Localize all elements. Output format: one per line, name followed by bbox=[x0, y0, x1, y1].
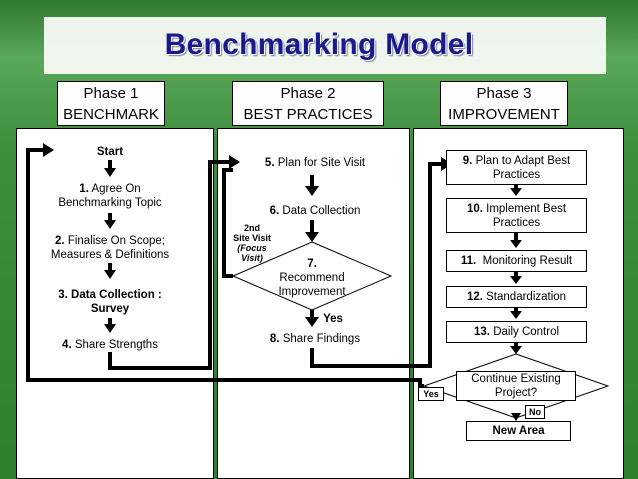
step-5-plan-site-visit: 5. Plan for Site Visit bbox=[264, 157, 366, 169]
second-site-visit-label: 2nd Site Visit (Focus Visit) bbox=[233, 223, 271, 263]
phase-3-number: Phase 3 bbox=[476, 85, 532, 102]
step-3-data-collection-survey: 3. Data Collection : Survey bbox=[58, 289, 162, 315]
decision-no-label: No bbox=[525, 405, 545, 419]
start-label: Start bbox=[96, 146, 124, 158]
step-6-data-collection: 6. Data Collection bbox=[269, 205, 361, 217]
phase-2-panel bbox=[217, 128, 410, 479]
step-1-agree-topic: 1. Agree On Benchmarking Topic bbox=[58, 183, 162, 209]
phase-1-header: Phase 1 BENCHMARK bbox=[57, 81, 165, 126]
phase-3-header: Phase 3 IMPROVEMENT bbox=[440, 81, 568, 126]
step-2-finalise-scope: 2. Finalise On Scope; Measures & Definit… bbox=[50, 235, 170, 261]
step-4-share-strengths: 4. Share Strengths bbox=[62, 339, 158, 351]
phase-3-name: IMPROVEMENT bbox=[448, 106, 560, 123]
phase-2-name: BEST PRACTICES bbox=[243, 106, 373, 123]
page-title: Benchmarking Model bbox=[164, 28, 474, 61]
new-area-box: New Area bbox=[466, 421, 571, 441]
step-8-share-findings: 8. Share Findings bbox=[269, 333, 361, 345]
step-9-plan-adapt: 9. Plan to Adapt Best Practices bbox=[446, 150, 587, 185]
step-10-implement: 10. Implement Best Practices bbox=[446, 198, 587, 233]
phase-1-number: Phase 1 bbox=[83, 85, 139, 102]
phase-1-name: BENCHMARK bbox=[63, 106, 159, 123]
decision-continue-text: Continue Existing Project? bbox=[456, 371, 576, 401]
step-12-standardization: 12. Standardization bbox=[446, 286, 587, 308]
step-7-recommend-improvement: 7. Recommend Improvement bbox=[278, 258, 346, 298]
phase-2-header: Phase 2 BEST PRACTICES bbox=[232, 81, 384, 126]
phase-2-number: Phase 2 bbox=[280, 85, 336, 102]
step-7-yes-label: Yes bbox=[323, 313, 343, 325]
decision-yes-label: Yes bbox=[418, 387, 444, 401]
step-11-monitoring: 11. Monitoring Result bbox=[446, 250, 587, 272]
step-13-daily-control: 13. Daily Control bbox=[446, 321, 587, 343]
